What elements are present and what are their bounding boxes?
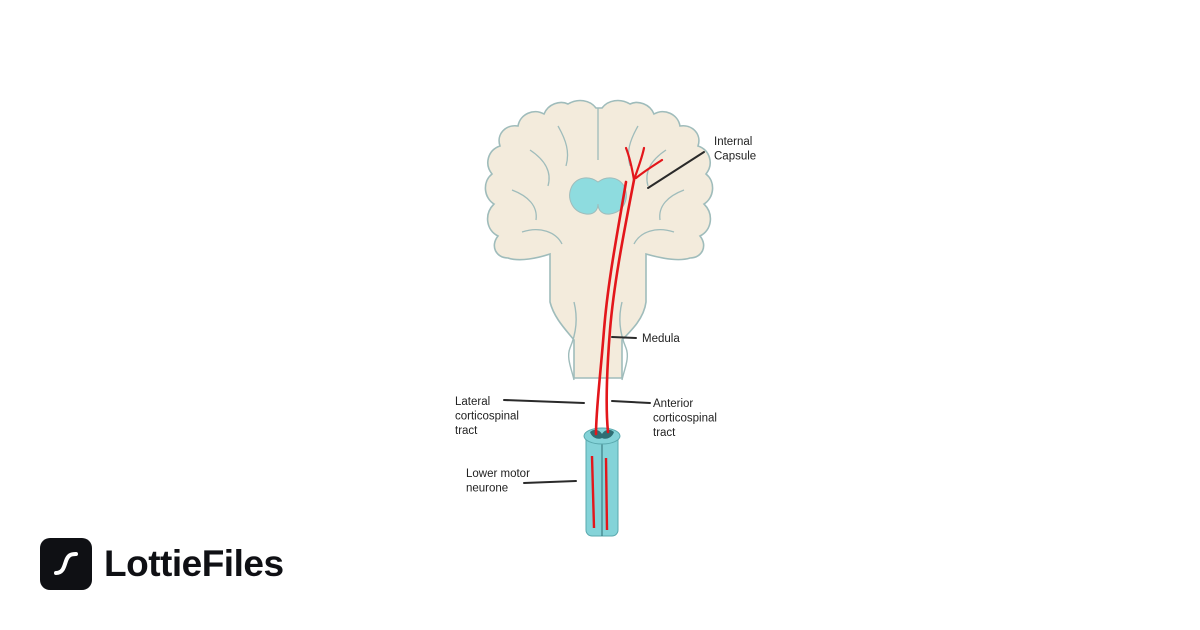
leader-internal-capsule: [647, 151, 705, 189]
label-anterior-corticospinal-tract: Anterior corticospinal tract: [653, 398, 720, 439]
leader-medula: [611, 336, 637, 339]
tract-branch-1: [624, 146, 636, 182]
leader-lines: [503, 151, 705, 484]
tract-branch-2: [632, 146, 646, 182]
tract-branch-3: [634, 158, 664, 180]
label-internal-capsule: Internal Capsule: [714, 136, 756, 163]
lottiefiles-brand[interactable]: LottieFiles: [40, 538, 284, 590]
brain-section: [484, 99, 714, 381]
tract-lateral: [594, 180, 628, 436]
lottiefiles-wordmark: LottieFiles: [104, 543, 284, 584]
label-medula: Medula: [642, 333, 680, 345]
leader-lateral: [503, 399, 585, 404]
leader-anterior: [611, 400, 651, 404]
lottiefiles-logo-icon: [40, 538, 92, 590]
lower-motor-neurone-right: [604, 457, 609, 531]
label-lower-motor-neurone: Lower motor neurone: [466, 468, 533, 495]
brainstem: [567, 301, 629, 381]
spinal-cord: [583, 427, 621, 537]
thalamus: [569, 177, 627, 215]
corticospinal-tracts: [594, 146, 664, 436]
label-lateral-corticospinal-tract: Lateral corticospinal tract: [455, 396, 522, 437]
lower-motor-neurone-left: [590, 455, 596, 529]
tract-anterior: [605, 178, 636, 434]
leader-lower-motor: [523, 480, 577, 484]
